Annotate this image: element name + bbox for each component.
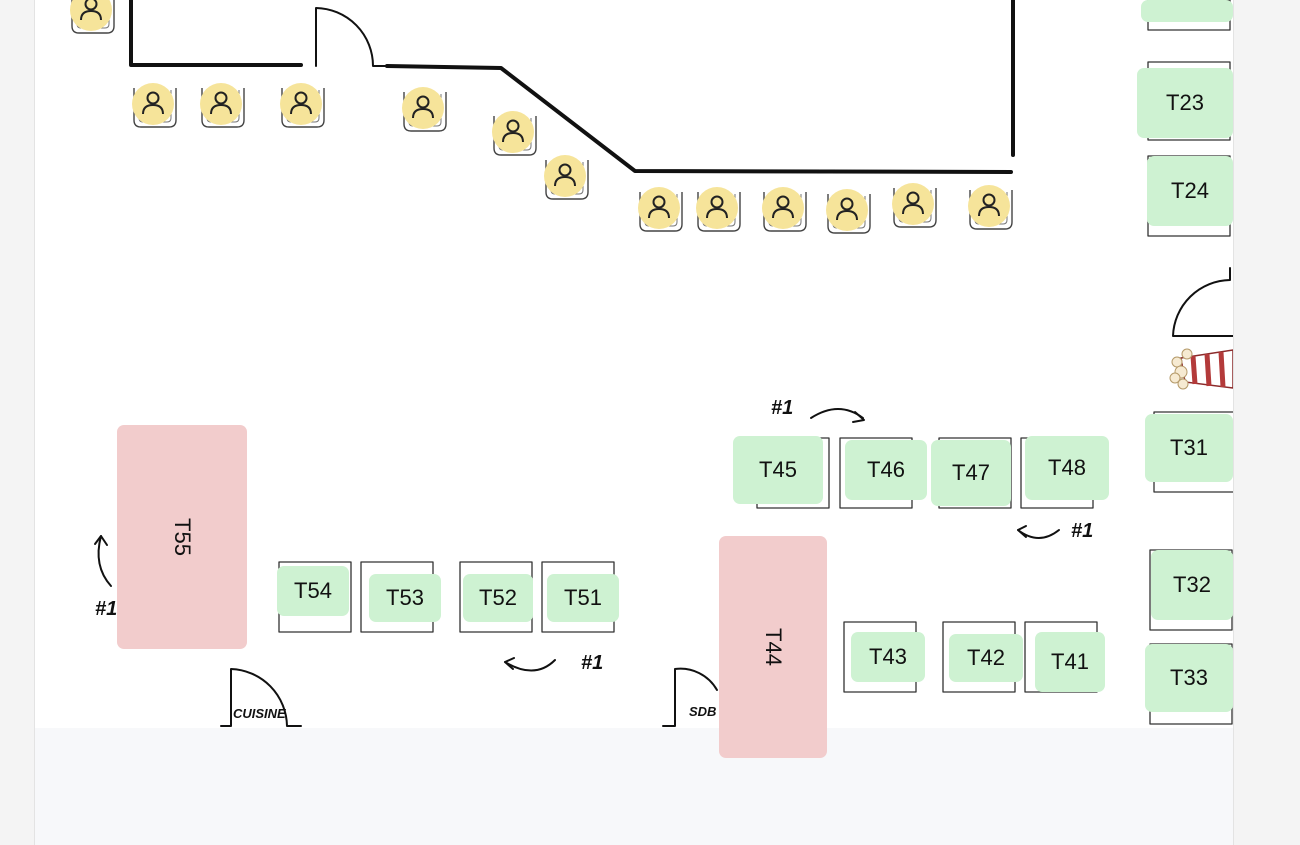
rotation-note: #1: [581, 652, 604, 674]
seat[interactable]: [279, 80, 325, 128]
person-icon: [902, 191, 924, 215]
person-icon: [412, 95, 434, 119]
table-t44[interactable]: T44: [719, 536, 827, 758]
seat[interactable]: [825, 186, 871, 234]
rotation-note: #1: [1071, 520, 1094, 542]
seat[interactable]: [491, 108, 537, 156]
table-label: T52: [479, 585, 517, 610]
table-label: T46: [867, 457, 905, 482]
seat[interactable]: [199, 80, 245, 128]
person-icon: [836, 197, 858, 221]
person-icon: [210, 91, 232, 115]
table-label: T53: [386, 585, 424, 610]
table-label: T47: [952, 460, 990, 485]
table-t42[interactable]: T42: [949, 634, 1023, 682]
table-t47[interactable]: T47: [931, 440, 1011, 506]
seat[interactable]: [891, 180, 937, 228]
person-icon: [554, 163, 576, 187]
table-label: T33: [1170, 665, 1208, 690]
seat[interactable]: [695, 184, 741, 232]
table-t52[interactable]: T52: [463, 574, 533, 622]
curved-arrow-icon: [97, 535, 112, 587]
door-icon: [662, 667, 718, 727]
seat[interactable]: [967, 182, 1013, 230]
table-t23[interactable]: T23: [1137, 68, 1233, 138]
table-t24[interactable]: T24: [1147, 156, 1233, 226]
floor-plan-panel: T23 T24 T31 T32 T33 T45 T46 T47 T48 T44 …: [34, 0, 1234, 845]
table-t31[interactable]: T31: [1145, 414, 1233, 482]
seat[interactable]: [543, 152, 589, 200]
table-t32[interactable]: T32: [1151, 550, 1233, 620]
person-icon: [978, 193, 1000, 217]
table-t41[interactable]: T41: [1035, 632, 1105, 692]
seat[interactable]: [761, 184, 807, 232]
person-icon: [80, 0, 102, 21]
table-t46[interactable]: T46: [845, 440, 927, 500]
person-icon: [648, 195, 670, 219]
person-icon: [772, 195, 794, 219]
rotation-note: #1: [95, 598, 118, 620]
table-label: T31: [1170, 435, 1208, 460]
person-icon: [142, 91, 164, 115]
person-icon: [290, 91, 312, 115]
curved-arrow-icon: [1017, 525, 1027, 538]
table-t55[interactable]: T55: [117, 425, 247, 649]
table-t53[interactable]: T53: [369, 574, 441, 622]
curved-arrow-icon: [504, 659, 556, 672]
kitchen-label: CUISINE: [233, 706, 286, 721]
seat[interactable]: [401, 84, 447, 132]
rotation-note: #1: [771, 397, 794, 419]
door-icon: [315, 7, 386, 67]
seat[interactable]: [637, 184, 683, 232]
table-label: T45: [759, 457, 797, 482]
table-label: T55: [169, 518, 195, 556]
table-t43[interactable]: T43: [851, 632, 925, 682]
seat[interactable]: [131, 80, 177, 128]
table-label: T23: [1166, 90, 1204, 115]
table-label: T48: [1048, 455, 1086, 480]
curved-arrow-icon: [852, 411, 865, 423]
table-t33[interactable]: T33: [1145, 644, 1233, 712]
floor-plan: T23 T24 T31 T32 T33 T45 T46 T47 T48 T44 …: [35, 0, 1233, 758]
wall: [385, 64, 1013, 174]
table-label: T44: [760, 628, 786, 666]
table-partial[interactable]: [1141, 0, 1233, 22]
door-icon: [220, 668, 302, 727]
bathroom-label: SDB: [689, 704, 717, 719]
popcorn-icon: [1169, 348, 1233, 390]
table-t48[interactable]: T48: [1025, 436, 1109, 500]
wall: [129, 0, 303, 67]
table-label: T42: [967, 645, 1005, 670]
seat[interactable]: [69, 0, 115, 34]
door-icon: [1172, 267, 1233, 337]
table-t54[interactable]: T54: [277, 566, 349, 616]
table-label: T54: [294, 578, 332, 603]
curved-arrow-icon: [1017, 529, 1060, 539]
curved-arrow-icon: [504, 657, 515, 670]
table-label: T43: [869, 644, 907, 669]
table-t45[interactable]: T45: [733, 436, 823, 504]
table-label: T41: [1051, 649, 1089, 674]
curved-arrow-icon: [94, 535, 108, 546]
table-label: T32: [1173, 572, 1211, 597]
table-label: T24: [1171, 178, 1209, 203]
table-t51[interactable]: T51: [547, 574, 619, 622]
table-label: T51: [564, 585, 602, 610]
person-icon: [502, 119, 524, 143]
person-icon: [706, 195, 728, 219]
